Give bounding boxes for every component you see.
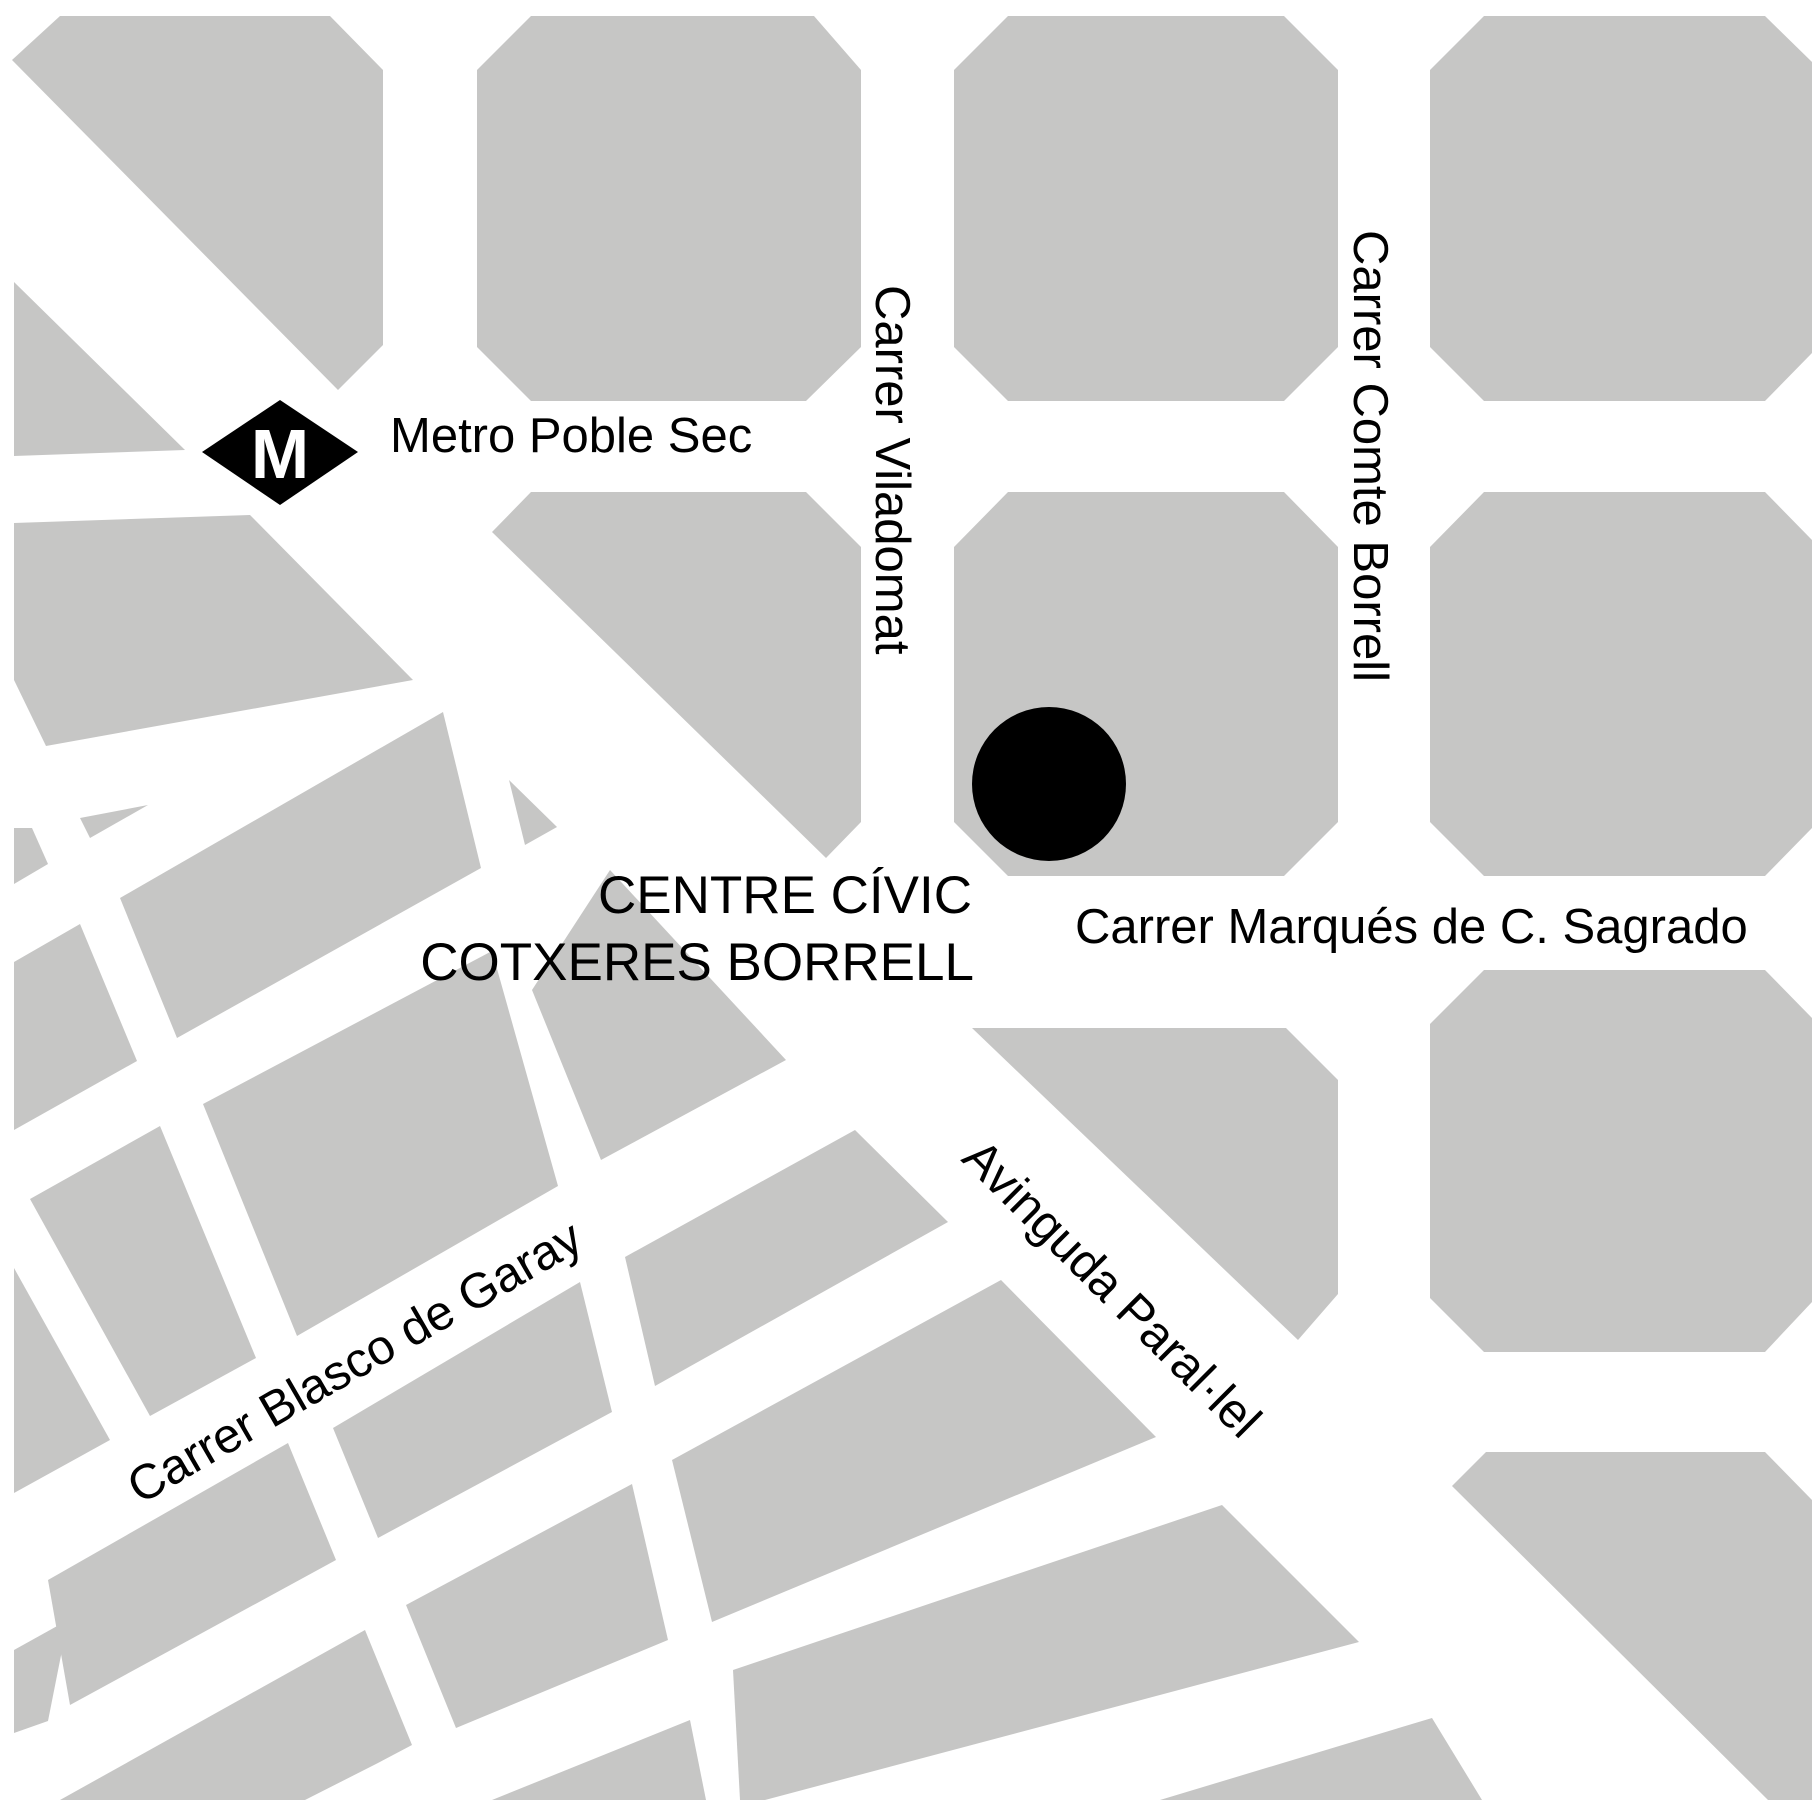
city-block <box>1452 1452 1812 1800</box>
city-block <box>532 870 786 1160</box>
city-block <box>477 16 861 401</box>
city-block <box>492 492 861 858</box>
city-block <box>1430 970 1812 1352</box>
street-label-comte-borrell: Carrer Comte Borrell <box>1343 230 1397 682</box>
city-block <box>12 16 383 390</box>
venue-name: CENTRE CÍVIC COTXERES BORRELL <box>420 866 974 992</box>
metro-letter: M <box>251 415 309 493</box>
city-block <box>14 924 137 1130</box>
city-block <box>14 515 413 746</box>
venue-name-line2: COTXERES BORRELL <box>420 933 974 992</box>
city-block <box>14 1620 68 1733</box>
city-block <box>80 805 148 838</box>
metro-station-label: Metro Poble Sec <box>390 409 752 463</box>
metro-station[interactable]: M <box>202 400 358 505</box>
city-block <box>60 1630 412 1800</box>
city-block <box>14 282 185 456</box>
city-block <box>672 1280 1156 1622</box>
city-block <box>509 780 557 845</box>
city-blocks <box>12 16 1812 1800</box>
street-label-viladomat: Carrer Viladomat <box>865 285 919 655</box>
city-block <box>492 1720 706 1800</box>
city-block <box>203 951 558 1336</box>
city-block <box>48 1443 336 1705</box>
city-block <box>733 1505 1359 1800</box>
metro-diamond-icon <box>202 400 358 505</box>
city-block <box>1430 16 1812 401</box>
street-label-marques-sagrado: Carrer Marqués de C. Sagrado <box>1075 900 1748 954</box>
city-block <box>954 16 1338 401</box>
city-block <box>625 1130 948 1386</box>
city-block <box>1160 1718 1482 1800</box>
city-block <box>406 1484 668 1728</box>
city-block <box>120 712 481 1038</box>
city-block <box>30 1126 256 1416</box>
city-block <box>1430 492 1812 876</box>
location-dot-icon[interactable] <box>972 707 1126 861</box>
venue-name-line1: CENTRE CÍVIC <box>598 866 972 925</box>
city-block <box>14 828 48 884</box>
city-block <box>333 1282 612 1538</box>
city-block <box>972 1028 1338 1340</box>
city-block <box>14 1268 110 1493</box>
